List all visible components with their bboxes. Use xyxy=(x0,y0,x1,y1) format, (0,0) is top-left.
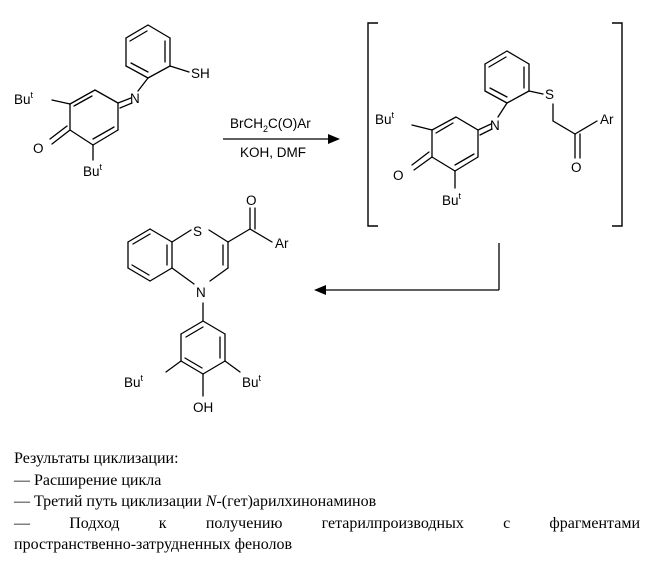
reaction-scheme: SH N O But But BrCH2C(O)Ar KOH, DMF N O … xyxy=(14,22,623,415)
result-item-2: — Третий путь циклизации N-(гет)арилхино… xyxy=(14,493,377,510)
reaction-arrow: BrCH2C(O)Ar KOH, DMF xyxy=(223,116,340,160)
aryl-label-2: Ar xyxy=(275,236,289,251)
aryl-label-1: Ar xyxy=(600,112,614,127)
result-item-3-line-2: пространственно-затрудненных фенолов xyxy=(14,536,293,553)
starting-compound: SH N O But But xyxy=(14,24,210,179)
imine-n-label-2: N xyxy=(490,118,500,133)
tbu-label-5: But xyxy=(124,373,144,390)
reagent-top: BrCH2C(O)Ar xyxy=(230,116,311,134)
carbonyl-o-label: O xyxy=(33,141,44,156)
imine-n-label: N xyxy=(130,91,140,106)
tbu-label-6: But xyxy=(242,373,262,390)
acyl-o-label: O xyxy=(246,193,257,208)
thioether-s-label: S xyxy=(545,87,554,102)
ketone-o-label: O xyxy=(571,160,582,175)
cyclization-results: Результаты циклизации: — Расширение цикл… xyxy=(14,448,640,556)
tbu-label-1: But xyxy=(14,90,34,107)
thiol-label: SH xyxy=(191,66,210,81)
product-compound: S N O Ar But But OH xyxy=(124,193,289,415)
hydroxyl-label: OH xyxy=(193,400,213,415)
tbu-label-3: But xyxy=(375,110,395,127)
reagent-bottom: KOH, DMF xyxy=(240,145,306,160)
result-item-1: — Расширение цикла xyxy=(14,471,162,489)
result-item-3-line-1: — Подход к получению гетарилпроизводных … xyxy=(14,514,640,532)
ring-s-label: S xyxy=(193,224,202,239)
return-arrow xyxy=(314,243,500,295)
results-heading: Результаты циклизации: xyxy=(14,450,179,467)
tbu-label-2: But xyxy=(83,162,103,179)
intermediate-compound: N O But But S O Ar xyxy=(367,22,623,227)
tbu-label-4: But xyxy=(442,191,462,208)
carbonyl-o-label-2: O xyxy=(393,168,404,183)
ring-n-label: N xyxy=(196,285,206,300)
